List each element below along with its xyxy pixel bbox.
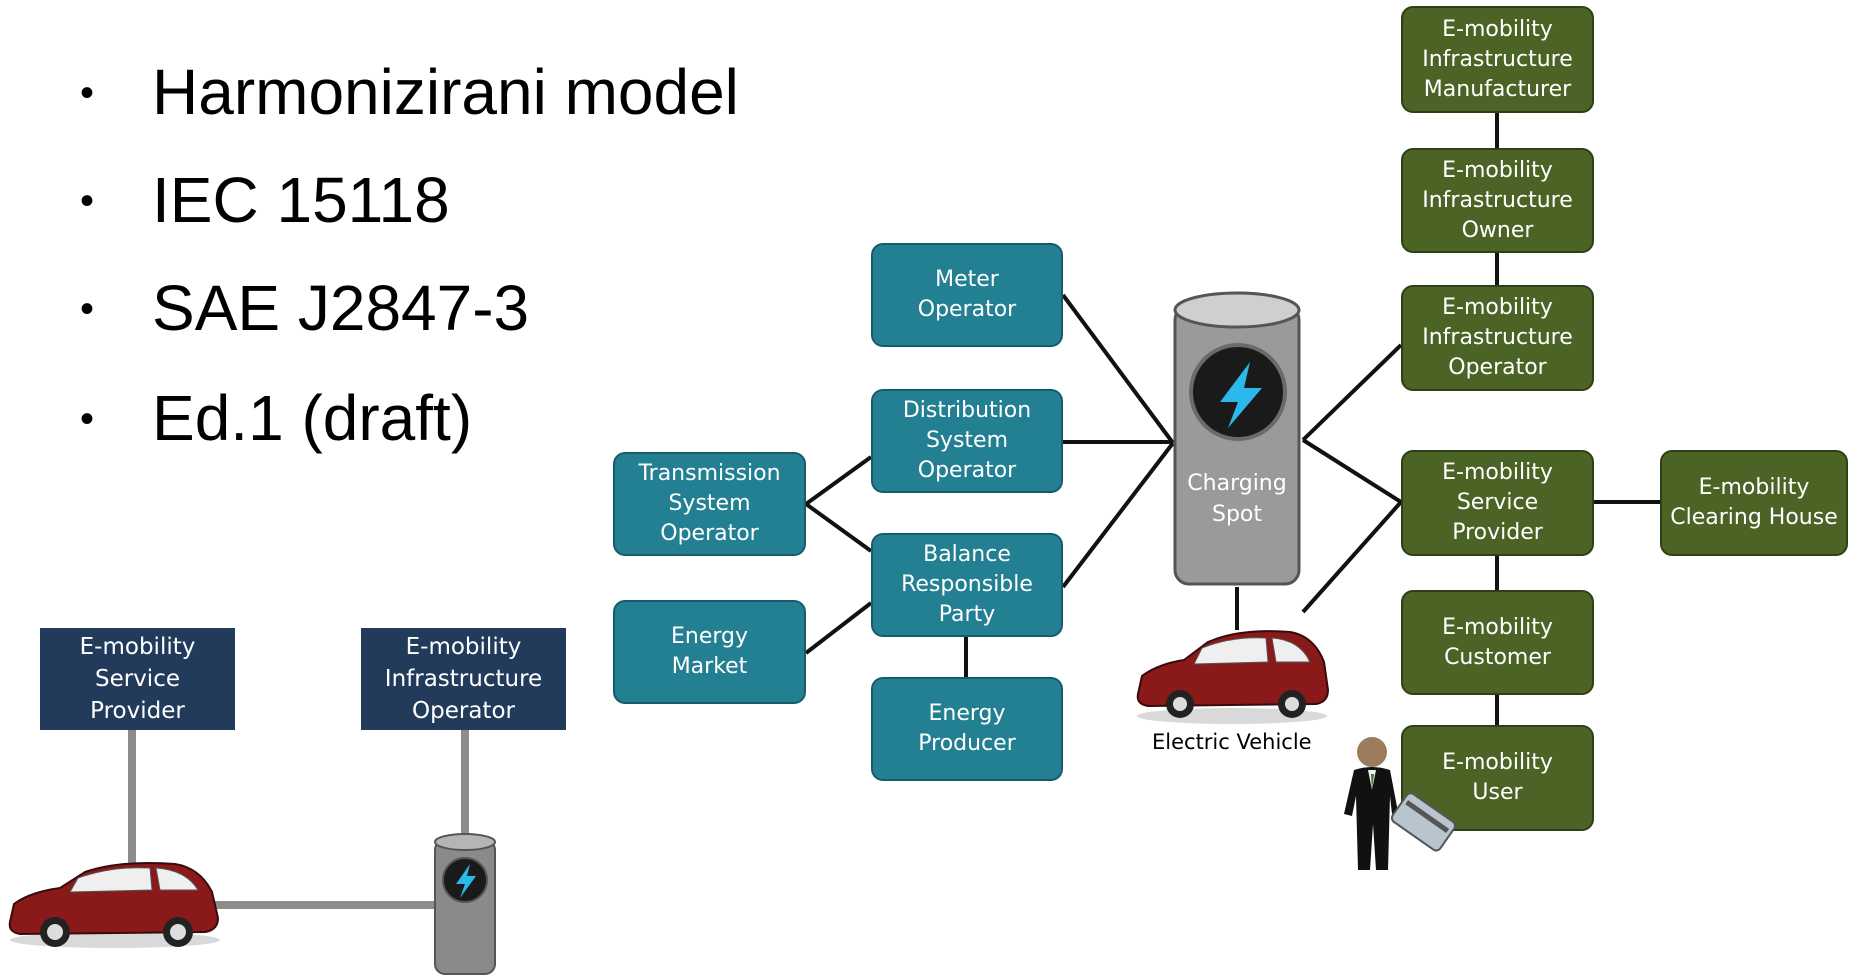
meter-operator-label: Meter Operator bbox=[917, 267, 1017, 322]
transmission-system-operator-box: Transmission System Operator bbox=[613, 452, 806, 556]
person-with-card-icon bbox=[1344, 737, 1457, 870]
energy-market-box: Energy Market bbox=[613, 600, 806, 704]
charging-spot-icon bbox=[1173, 291, 1301, 586]
balance-responsible-party-label: Balance Responsible Party bbox=[901, 542, 1033, 627]
meter-operator-box: Meter Operator bbox=[871, 243, 1063, 347]
customer-label: E-mobility Customer bbox=[1442, 614, 1553, 670]
bullet-item: •IEC 15118 bbox=[80, 164, 450, 236]
e-mobility-service-provider-box: E-mobility Service Provider bbox=[1401, 450, 1594, 556]
connector-line bbox=[1301, 500, 1403, 614]
infrastructure-operator-label: E-mobility Infrastructure Operator bbox=[384, 634, 543, 724]
connector-line bbox=[804, 455, 873, 506]
infra-manufacturer-label: E-mobility Infrastructure Manufacturer bbox=[1422, 16, 1573, 102]
distribution-system-operator-label: Distribution System Operator bbox=[902, 398, 1032, 483]
distribution-system-operator-box: Distribution System Operator bbox=[871, 389, 1063, 493]
infra-operator-box: E-mobility Infrastructure Operator bbox=[1401, 285, 1594, 391]
clearing-house-box: E-mobility Clearing House bbox=[1660, 450, 1848, 556]
electric-vehicle-icon bbox=[1136, 630, 1330, 724]
bullet-item: •SAE J2847-3 bbox=[80, 272, 530, 344]
infra-owner-label: E-mobility Infrastructure Owner bbox=[1422, 157, 1573, 243]
infra-operator-label: E-mobility Infrastructure Operator bbox=[1422, 295, 1573, 380]
energy-market-label: Energy Market bbox=[670, 624, 749, 679]
bullet-item: •Harmonizirani model bbox=[80, 56, 739, 128]
infra-owner-box: E-mobility Infrastructure Owner bbox=[1401, 148, 1594, 253]
infrastructure-operator-box: E-mobility Infrastructure Operator bbox=[361, 628, 566, 730]
connector-line bbox=[804, 601, 873, 655]
charger-small-icon bbox=[434, 833, 496, 975]
e-mobility-service-provider-label: E-mobility Service Provider bbox=[1442, 460, 1553, 545]
balance-responsible-party-box: Balance Responsible Party bbox=[871, 533, 1063, 637]
energy-producer-box: Energy Producer bbox=[871, 677, 1063, 781]
customer-box: E-mobility Customer bbox=[1401, 590, 1594, 695]
transmission-system-operator-label: Transmission System Operator bbox=[638, 461, 781, 546]
service-provider-box: E-mobility Service Provider bbox=[40, 628, 235, 730]
user-label: E-mobility User bbox=[1442, 750, 1553, 805]
service-provider-label: E-mobility Service Provider bbox=[79, 634, 196, 724]
connector-line bbox=[1061, 441, 1175, 589]
clearing-house-label: E-mobility Clearing House bbox=[1670, 475, 1838, 530]
car-small-icon bbox=[8, 862, 220, 948]
charging-spot-label: Charging Spot bbox=[1187, 471, 1287, 527]
connector-line bbox=[1301, 343, 1403, 442]
energy-producer-label: Energy Producer bbox=[918, 701, 1016, 756]
infra-manufacturer-box: E-mobility Infrastructure Manufacturer bbox=[1401, 6, 1594, 113]
connector-line bbox=[1061, 293, 1175, 445]
electric-vehicle-label: Electric Vehicle bbox=[1152, 730, 1312, 754]
connector-line bbox=[804, 502, 873, 553]
connector-line bbox=[1301, 438, 1403, 504]
bullet-item: •Ed.1 (draft) bbox=[80, 382, 473, 454]
